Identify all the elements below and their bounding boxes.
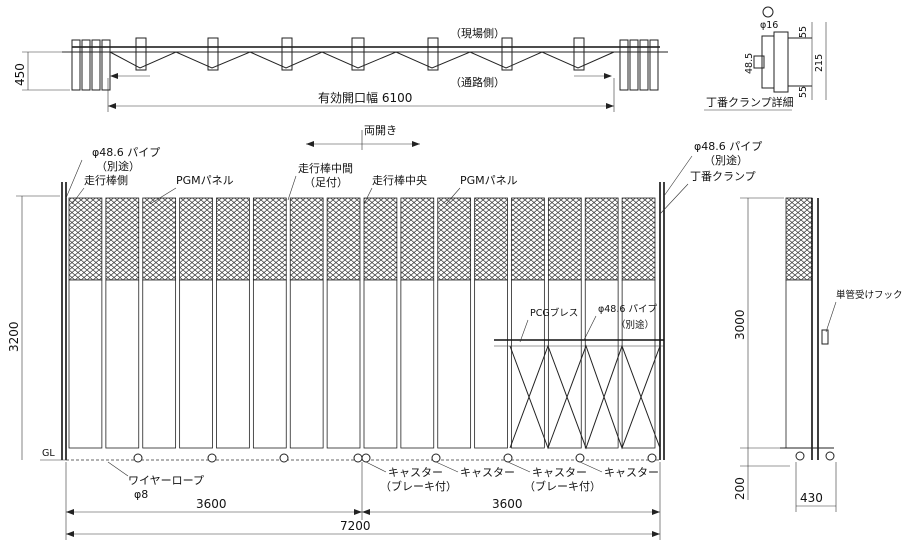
label-pipe-right-sub: （別途） — [704, 153, 748, 167]
side-view: 単管受けフック 3000 200 430 — [733, 197, 903, 512]
elevation-view: GL 3200 両開き φ48.6 パイプ （別途） 走行棒側 PGMパネル — [7, 124, 762, 540]
panel-mesh — [289, 197, 324, 281]
label-site-side: （現場側） — [450, 27, 505, 40]
detail-55-bottom: 55 — [798, 86, 809, 98]
panel-frame — [142, 279, 177, 449]
panel-mesh — [584, 197, 619, 281]
detail-title: 丁番クランプ詳細 — [706, 95, 794, 109]
detail-48-5: 48.5 — [744, 53, 755, 74]
panel-frame — [179, 279, 213, 449]
panel-mesh — [68, 197, 103, 281]
detail-55-top: 55 — [798, 26, 809, 38]
dim-depth: 450 — [13, 63, 27, 86]
panel-mesh — [474, 197, 508, 281]
label-wire-dia: φ8 — [134, 488, 148, 501]
panel-frame — [437, 279, 472, 449]
panel-mesh — [363, 197, 398, 281]
hinge-detail: φ16 55 48.5 215 55 丁番クランプ詳細 — [704, 6, 827, 111]
panel-mesh — [400, 197, 435, 281]
label-pipe-left-sub: （別途） — [96, 159, 140, 173]
label-caster-1-sub: （ブレーキ付） — [380, 479, 457, 493]
label-pipe-right: φ48.6 パイプ — [694, 140, 762, 153]
panel-frame — [326, 279, 361, 449]
panel-frame — [474, 279, 508, 449]
panel-frame — [252, 279, 287, 449]
panel-mesh — [547, 197, 582, 281]
label-pcg-brace: PCGブレス — [530, 307, 578, 319]
label-pipe-brace-sub: （別途） — [616, 319, 654, 331]
label-caster-3-sub: （ブレーキ付） — [524, 479, 601, 493]
label-pipe-brace: φ48.6 パイプ — [598, 304, 657, 315]
label-double-opening: 両開き — [364, 124, 397, 137]
dim-side-base: 200 — [733, 477, 747, 500]
label-hook: 単管受けフック — [836, 289, 903, 301]
label-gl: GL — [42, 448, 55, 459]
dim-total: 7200 — [340, 519, 371, 533]
panel-frame — [400, 279, 435, 449]
panel-mesh — [105, 197, 140, 281]
label-rail-side: 走行棒側 — [84, 173, 128, 187]
label-pgm-left: PGMパネル — [176, 174, 234, 187]
plan-view: （現場側） （通路側） 有効開口幅 6100 450 — [13, 27, 668, 112]
dim-half-left: 3600 — [196, 497, 227, 511]
dim-side-height: 3000 — [733, 309, 747, 340]
panel-frame — [68, 279, 103, 449]
panel-mesh — [179, 197, 213, 281]
label-caster-4: キャスター — [604, 466, 659, 479]
label-hinge-clamp: 丁番クランプ — [690, 170, 756, 183]
panel-mesh — [142, 197, 177, 281]
pcg-brace — [494, 339, 664, 450]
panel-mesh — [621, 197, 656, 281]
label-road-side: （通路側） — [450, 76, 505, 89]
label-pgm-right: PGMパネル — [460, 174, 518, 187]
label-rail-mid: 走行棒中間 — [298, 161, 353, 175]
dim-side-width: 430 — [800, 491, 823, 505]
dim-opening-width: 有効開口幅 6100 — [318, 90, 412, 105]
label-rail-mid-sub: （足付） — [304, 176, 348, 189]
dim-height: 3200 — [7, 321, 21, 352]
detail-215: 215 — [814, 54, 825, 72]
label-rail-center: 走行棒中央 — [372, 173, 427, 187]
dim-half-right: 3600 — [492, 497, 523, 511]
panel-mesh — [511, 197, 545, 281]
panel-frame — [289, 279, 324, 449]
label-caster-2: キャスター — [460, 466, 515, 479]
label-caster-3: キャスター — [532, 466, 587, 479]
panel-mesh — [437, 197, 472, 281]
panel-mesh — [326, 197, 361, 281]
panel-frame — [105, 279, 140, 449]
label-wire-rope: ワイヤーロープ — [128, 474, 204, 487]
panel-frame — [216, 279, 250, 449]
panel-mesh — [252, 197, 287, 281]
detail-phi16: φ16 — [760, 20, 778, 31]
panel-mesh — [216, 197, 250, 281]
label-pipe-left: φ48.6 パイプ — [92, 146, 160, 159]
panel-frame — [363, 279, 398, 449]
label-caster-1: キャスター — [388, 466, 443, 479]
